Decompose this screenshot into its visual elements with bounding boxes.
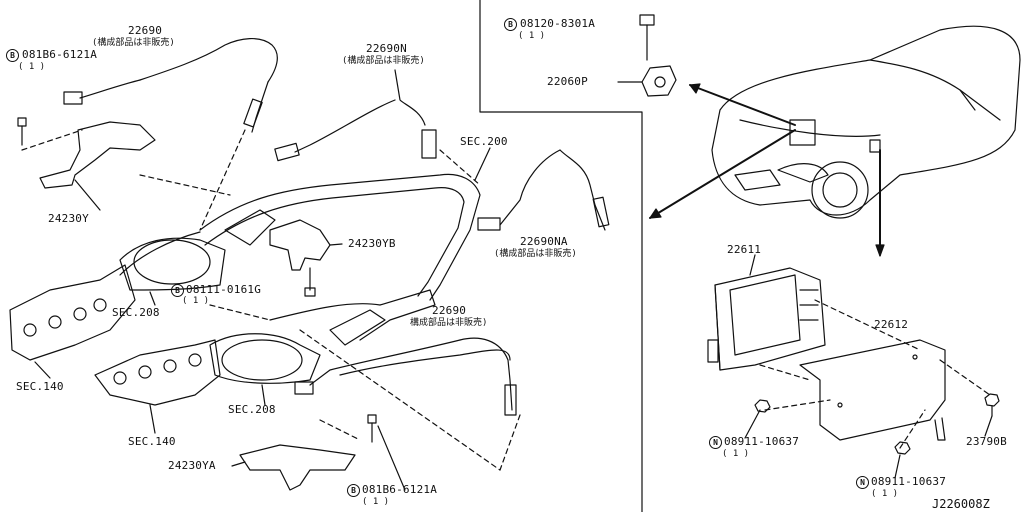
- callout-arrows: [649, 83, 885, 257]
- diagram-code: J226008Z: [932, 497, 990, 511]
- fastener-nut-right-qty: ( 1 ): [871, 489, 899, 499]
- oxygen-sensor-front-left: [274, 69, 437, 162]
- part-label-22612: 22612: [874, 318, 909, 331]
- fastener-nut-right-number: 08911-10637: [871, 475, 947, 488]
- section-label-sec200: SEC.200: [460, 135, 508, 148]
- fastener-nut-left-number: 08911-10637: [724, 435, 800, 448]
- fastener-top-left-qty: ( 1 ): [18, 62, 46, 72]
- front-exhaust-pipe-lower: [269, 289, 511, 376]
- part-note-22690na: (構成部品は非販売): [494, 249, 577, 259]
- bracket-24230yb: [269, 219, 331, 297]
- part-label-22690na: 22690NA: [520, 235, 568, 248]
- catalytic-converter-upper: [119, 209, 276, 291]
- bolt-prefix-icon: B: [171, 284, 184, 297]
- exhaust-manifold-lower: [94, 339, 221, 406]
- fastener-top-left-number: 081B6-6121A: [22, 48, 98, 61]
- part-label-22690-right: 22690: [432, 304, 467, 317]
- part-label-24230y: 24230Y: [48, 212, 89, 225]
- part-label-24230yb: 24230YB: [348, 237, 396, 250]
- oxygen-sensor-front-right: [477, 149, 610, 231]
- bracket-24230y: [21, 121, 156, 189]
- part-label-23790b: 23790B: [966, 435, 1007, 448]
- nut-right: [894, 441, 911, 455]
- exhaust-manifold-upper: [9, 264, 136, 361]
- car-illustration: [711, 25, 1021, 219]
- ecm-bracket: [799, 339, 946, 441]
- bolt-prefix-icon: B: [347, 484, 360, 497]
- knock-sensor: [639, 14, 677, 97]
- fastener-knock-qty: ( 1 ): [518, 31, 546, 41]
- section-label-sec140-upper: SEC.140: [16, 380, 64, 393]
- part-label-22611: 22611: [727, 243, 762, 256]
- part-label-22060p: 22060P: [547, 75, 588, 88]
- fastener-bottom-qty: ( 1 ): [362, 497, 390, 507]
- section-label-sec140-lower: SEC.140: [128, 435, 176, 448]
- bolt-prefix-icon: B: [6, 49, 19, 62]
- oxygen-sensor-rear-left: [63, 38, 278, 133]
- nut-prefix-icon: N: [709, 436, 722, 449]
- section-label-sec208-lower: SEC.208: [228, 403, 276, 416]
- ecm-unit: [707, 267, 826, 371]
- fastener-nut-left-qty: ( 1 ): [722, 449, 750, 459]
- fastener-mid-number: 08111-0161G: [186, 283, 262, 296]
- nut-prefix-icon: N: [856, 476, 869, 489]
- bracket-24230ya: [239, 444, 356, 491]
- fastener-knock-number: 08120-8301A: [520, 17, 596, 30]
- nut-left: [754, 399, 771, 413]
- part-label-22690-top: 22690: [128, 24, 163, 37]
- catalytic-converter-lower: [209, 309, 386, 384]
- fastener-mid-qty: ( 1 ): [182, 296, 210, 306]
- bolt-bottom: [367, 414, 377, 443]
- bolt-prefix-icon: B: [504, 18, 517, 31]
- section-label-sec208-upper: SEC.208: [112, 306, 160, 319]
- fastener-bottom-number: 081B6-6121A: [362, 483, 438, 496]
- part-note-22690-right: 構成部品は非販売): [410, 318, 488, 328]
- part-note-22690-top: (構成部品は非販売): [92, 38, 175, 48]
- front-exhaust-pipe: [119, 173, 481, 301]
- part-label-24230ya: 24230YA: [168, 459, 216, 472]
- bolt-top-left: [17, 117, 27, 146]
- part-label-22690n: 22690N: [366, 42, 407, 55]
- oxygen-sensor-rear-right: [294, 337, 517, 416]
- bolt-ecm-23790b: [984, 393, 1000, 417]
- part-note-22690n: (構成部品は非販売): [342, 56, 425, 66]
- panel-divider: [479, 0, 643, 512]
